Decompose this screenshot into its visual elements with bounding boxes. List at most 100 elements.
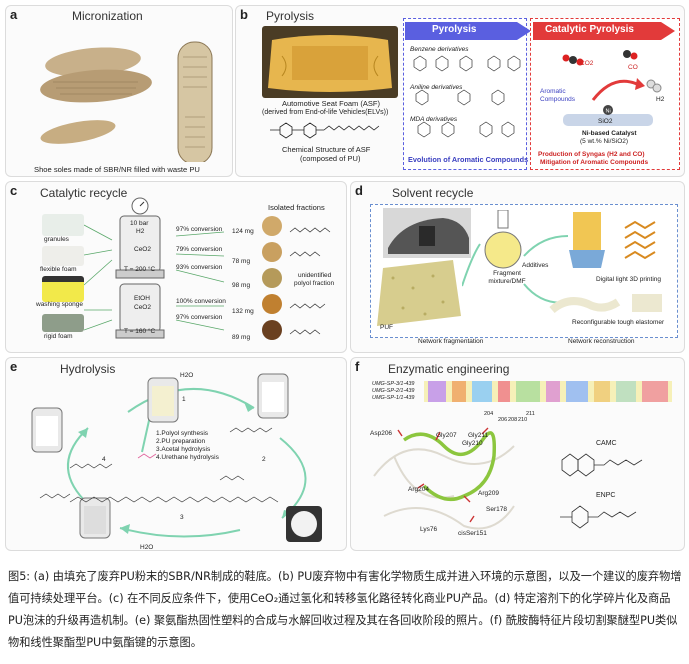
position-204: 204: [484, 411, 494, 417]
sequence-alignment: [424, 381, 672, 402]
production-label-2: Mitigation of Aromatic Compounds: [540, 159, 649, 166]
mda-derivatives: MDA derivatives: [410, 116, 458, 123]
reactor2-solvent: EtOH: [134, 295, 150, 302]
aromatic-compounds-label: Aromatic Compounds: [540, 88, 576, 103]
cycle-num-3: 3: [180, 514, 184, 521]
syngas-scheme: Ni: [562, 50, 662, 126]
step-3: 3.Acetal hydrolysis: [156, 446, 211, 453]
panel-b-letter: b: [240, 7, 248, 22]
printing-label: Digital light 3D printing: [596, 276, 662, 283]
elastomer-label: Reconfigurable tough elastomer: [572, 319, 665, 326]
panel-d-letter: d: [355, 183, 363, 198]
cycle-num-4: 4: [102, 456, 106, 463]
seat-foam-photo: [262, 26, 398, 98]
mass-3: 98 mg: [232, 282, 251, 289]
panel-f-title: Enzymatic engineering: [388, 362, 510, 376]
mass-5: 89 mg: [232, 334, 251, 341]
flexible-foam-photo: [42, 246, 84, 266]
step-1: 1.Polyol synthesis: [156, 430, 209, 437]
elastomer-photo: [549, 294, 662, 314]
mass-1: 124 mg: [232, 228, 254, 235]
camc-structure: [561, 453, 643, 477]
h2o-label-2: H2O: [140, 544, 154, 551]
position-211: 211: [526, 411, 535, 417]
network-reconstruction: Network reconstruction: [568, 338, 635, 345]
position-206: 206: [498, 417, 508, 423]
asf-caption-2: (derived from End-of-life Vehicles(ELVs)…: [262, 109, 389, 116]
camc-label: CAMC: [596, 440, 617, 447]
svg-text:Ni: Ni: [606, 109, 611, 115]
unidentified-1: unidentified: [298, 272, 332, 279]
h2-label: H2: [656, 96, 665, 103]
seq-label-3: UMG-SP-1/1-439: [372, 395, 415, 401]
structure-caption-2: (composed of PU): [300, 154, 361, 163]
residue-ser178: Ser178: [486, 506, 507, 513]
conversion-arrows: [84, 224, 225, 331]
evolution-label: Evolution of Aromatic Compounds: [408, 155, 529, 164]
additives-label: Additives: [522, 262, 549, 269]
panel-c-title: Catalytic recycle: [40, 186, 128, 200]
shoe-soles-photo: [40, 41, 213, 162]
mass-4: 132 mg: [232, 308, 254, 315]
reactor1-pressure: 10 bar: [130, 220, 149, 227]
protein-structure: [373, 427, 515, 530]
panel-a-letter: a: [10, 7, 18, 22]
asf-caption-1: Automotive Seat Foam (ASF): [282, 99, 380, 108]
fraction-photos: [262, 216, 282, 340]
panel-f-letter: f: [355, 359, 360, 374]
pyrolysis-arrow: [405, 22, 531, 40]
reactor1-temperature: T = 200 °C: [124, 266, 156, 273]
seq-label-1: UMG-SP-3/1-439: [372, 381, 415, 387]
panel-d-title: Solvent recycle: [392, 186, 474, 200]
reactors: [115, 197, 165, 339]
flask: [484, 210, 522, 269]
reactor1-gas: H2: [136, 228, 145, 235]
figure-caption: 图5: (a) 由填充了废弃PU粉末的SBR/NR制成的鞋底。(b) PU废弃物…: [8, 570, 682, 649]
enpc-label: ENPC: [596, 492, 616, 499]
conversion-5: 97% conversion: [176, 314, 223, 321]
washing-sponge-photo: [42, 276, 84, 302]
h2o-label-1: H2O: [180, 372, 194, 379]
fragment-label: Fragment mixture/DMF: [488, 270, 526, 285]
enpc-structure: [560, 505, 637, 529]
cycle-num-1: 1: [182, 396, 186, 403]
reactor2-catalyst: CeO2: [134, 304, 151, 311]
catalytic-column: [530, 18, 680, 170]
source-washing-sponge: washing sponge: [36, 301, 83, 308]
co-label: CO: [628, 64, 638, 71]
step-4: 4.Urethane hydrolysis: [156, 454, 219, 461]
panel-b-title: Pyrolysis: [266, 9, 315, 23]
reactor2-temperature: T = 160 °C: [124, 328, 156, 335]
residue-lys76: Lys76: [420, 526, 438, 533]
conversion-1: 97% conversion: [176, 226, 223, 233]
catalyst-label-2: (5 wt.% Ni/SiO2): [580, 138, 629, 145]
asf-structure: [270, 122, 380, 139]
panel-e-title: Hydrolysis: [60, 362, 116, 376]
puf-label: PUF: [380, 324, 393, 331]
panel-c-letter: c: [10, 183, 18, 198]
aromatic-structures: [413, 55, 521, 138]
production-label-1: Production of Syngas (H2 and CO): [538, 151, 645, 158]
printed-lattice: [569, 212, 656, 268]
granules-photo: [42, 214, 84, 236]
position-208: 208: [508, 417, 518, 423]
residue-gly210: Gly210: [462, 440, 483, 447]
panel-a-caption: Shoe soles made of SBR/NR filled with wa…: [34, 165, 200, 174]
catalytic-arrow-label: Catalytic Pyrolysis: [545, 24, 634, 35]
residue-asp206: Asp206: [370, 430, 393, 437]
network-fragmentation: Network fragmentation: [418, 338, 484, 345]
co2-label: CO2: [580, 60, 594, 67]
conversion-4: 100% conversion: [176, 298, 226, 305]
unidentified-2: polyol fraction: [294, 280, 335, 287]
catalyst-label-1: Ni-based Catalyst: [582, 130, 637, 137]
pyrolysis-arrow-label: Pyrolysis: [432, 24, 477, 35]
puf-photo: [377, 260, 461, 326]
residue-arg204: Arg204: [408, 486, 429, 493]
mass-2: 78 mg: [232, 258, 251, 265]
hydrolysis-cycle: [31, 373, 322, 542]
residue-gly211: Gly211: [468, 432, 489, 439]
isolated-fractions: Isolated fractions: [268, 203, 325, 212]
source-granules: granules: [44, 236, 69, 243]
source-flexible-foam: flexible foam: [40, 266, 77, 273]
seq-label-2: UMG-SP-2/1-439: [372, 388, 415, 394]
